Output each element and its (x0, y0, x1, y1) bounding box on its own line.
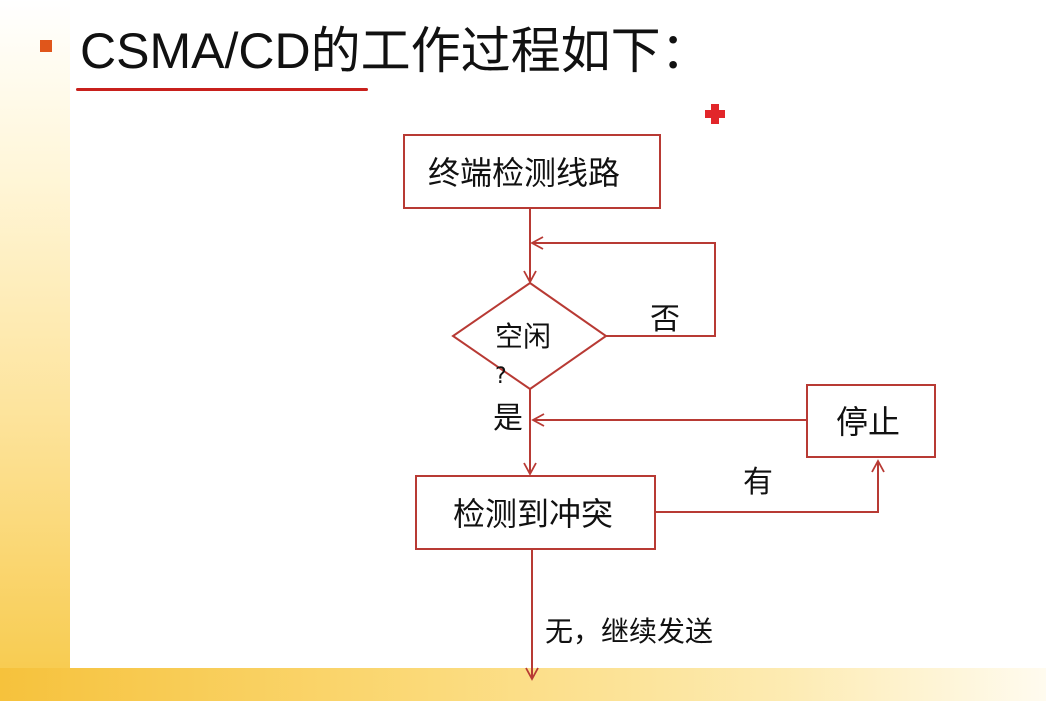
decision-question-mark: ? (495, 364, 507, 389)
arrow-no-loop-back (530, 236, 716, 337)
yes-label: 是 (493, 401, 523, 436)
stop-box-label: 停止 (836, 403, 901, 441)
bullet-square-icon (40, 40, 52, 52)
stop-box (806, 384, 936, 458)
arrow-collision-to-stop (655, 459, 885, 513)
title-underline-annotation (76, 88, 368, 91)
collision-box-label: 检测到冲突 (453, 495, 614, 533)
start-box-label: 终端检测线路 (428, 154, 621, 192)
bottom-gradient-band (0, 668, 1046, 701)
no-label: 否 (650, 302, 680, 337)
decision-diamond (451, 281, 608, 391)
continue-label: 无，继续发送 (545, 615, 714, 648)
red-cross-marker-icon (705, 104, 725, 124)
collision-box (415, 475, 656, 550)
start-box (403, 134, 661, 209)
slide-title: CSMA/CD的工作过程如下： (80, 23, 711, 79)
left-gradient-band (0, 0, 70, 701)
decision-label: 空闲 (495, 320, 552, 353)
has-label: 有 (743, 465, 773, 500)
